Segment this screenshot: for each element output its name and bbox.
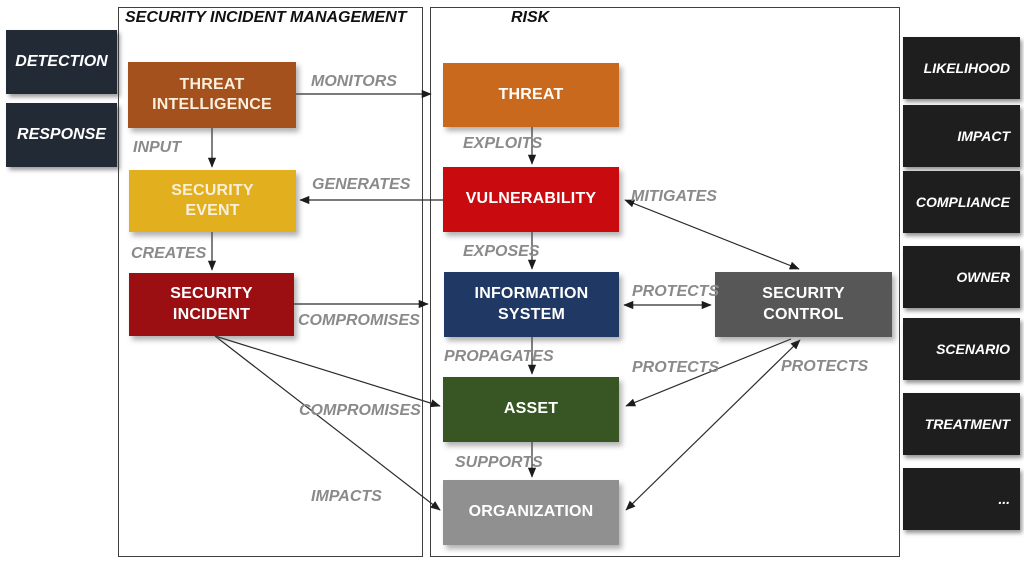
- edge-label-compromises-information-system: COMPROMISES: [298, 312, 420, 329]
- panel-title-security-incident-management: SECURITY INCIDENT MANAGEMENT: [125, 9, 407, 26]
- edge-label-propagates: PROPAGATES: [444, 348, 554, 365]
- risk-attribute-likelihood: LIKELIHOOD: [903, 37, 1020, 99]
- node-security-event: SECURITY EVENT: [129, 170, 296, 232]
- edge-label-creates: CREATES: [131, 245, 207, 262]
- edge-label-protects-organization: PROTECTS: [781, 358, 869, 375]
- edge-label-exposes: EXPOSES: [463, 243, 540, 260]
- edge-label-input: INPUT: [133, 139, 181, 156]
- edge-label-mitigates: MITIGATES: [631, 188, 717, 205]
- node-information-system: INFORMATION SYSTEM: [444, 272, 619, 337]
- edge-label-supports: SUPPORTS: [455, 454, 543, 471]
- node-security-control: SECURITY CONTROL: [715, 272, 892, 337]
- node-vulnerability: VULNERABILITY: [443, 167, 619, 232]
- edge-label-compromises-asset: COMPROMISES: [299, 402, 421, 419]
- node-security-incident: SECURITY INCIDENT: [129, 273, 294, 336]
- risk-attribute-scenario: SCENARIO: [903, 318, 1020, 380]
- node-threat: THREAT: [443, 63, 619, 127]
- risk-attribute-impact: IMPACT: [903, 105, 1020, 167]
- edge-label-impacts: IMPACTS: [311, 488, 382, 505]
- node-threat-intelligence: THREAT INTELLIGENCE: [128, 62, 296, 128]
- edge-label-generates: GENERATES: [312, 176, 411, 193]
- risk-attribute-more: ...: [903, 468, 1020, 530]
- sidebar-item-detection: DETECTION: [6, 30, 117, 94]
- sidebar-item-response: RESPONSE: [6, 103, 117, 167]
- risk-attribute-compliance: COMPLIANCE: [903, 171, 1020, 233]
- node-asset: ASSET: [443, 377, 619, 442]
- edge-label-exploits: EXPLOITS: [463, 135, 543, 152]
- risk-attribute-treatment: TREATMENT: [903, 393, 1020, 455]
- edge-label-protects-asset: PROTECTS: [632, 359, 720, 376]
- edge-label-monitors: MONITORS: [311, 73, 397, 90]
- edge-label-protects-information-system: PROTECTS: [632, 283, 720, 300]
- risk-attribute-owner: OWNER: [903, 246, 1020, 308]
- panel-title-risk: RISK: [511, 9, 550, 26]
- node-organization: ORGANIZATION: [443, 480, 619, 545]
